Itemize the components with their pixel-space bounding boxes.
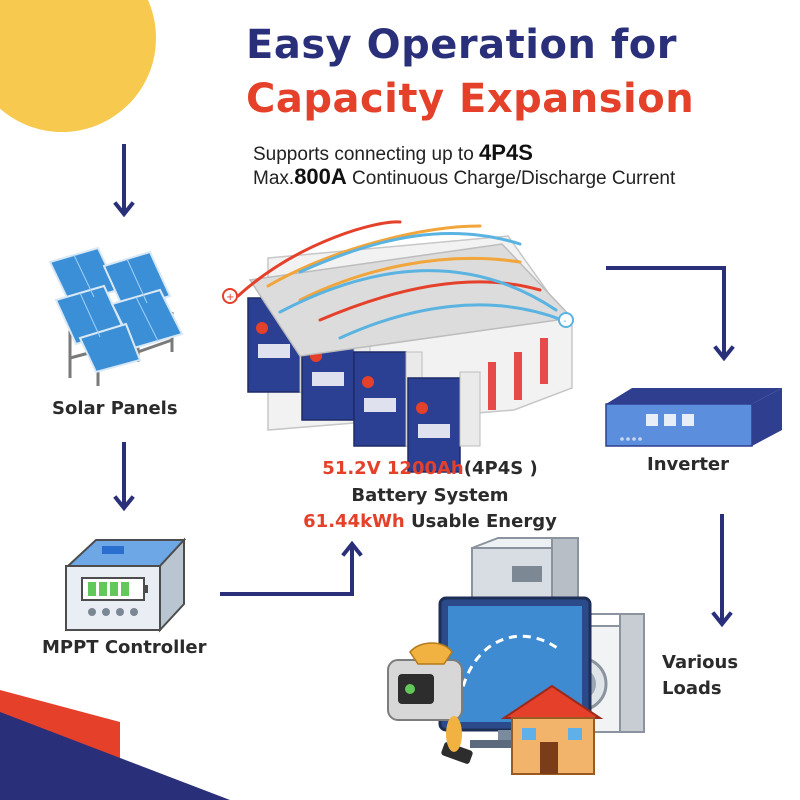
solar-panels-label: Solar Panels <box>52 398 178 419</box>
battery-energy-value: 61.44kWh <box>303 511 405 532</box>
inverter-icon <box>605 388 782 447</box>
battery-config: (4P4S ) <box>463 458 538 479</box>
battery-bank-icon: + - <box>222 220 574 473</box>
title-line-2: Capacity Expansion <box>246 76 695 122</box>
subtitle-line-2-suffix: Continuous Charge/Discharge Current <box>346 168 676 189</box>
loads-label-line-1: Various <box>662 652 739 673</box>
svg-text:-: - <box>563 316 567 327</box>
sun-shape <box>0 0 156 132</box>
svg-text:+: + <box>226 292 234 303</box>
arrow-mppt-to-battery <box>220 544 354 596</box>
title-line-1: Easy Operation for <box>246 22 677 68</box>
subtitle-line-2: Max.800A Continuous Charge/Discharge Cur… <box>253 164 675 190</box>
mppt-controller-label: MPPT Controller <box>42 637 207 658</box>
appliances-icon <box>387 537 645 775</box>
battery-spec-line-1: 51.2V 1200Ah(4P4S ) <box>260 458 600 479</box>
battery-energy-label: Usable Energy <box>404 511 557 532</box>
subtitle-line-1-bold: 4P4S <box>479 140 533 165</box>
mppt-controller-icon <box>65 537 187 633</box>
subtitle-line-1-text: Supports connecting up to <box>253 144 480 165</box>
battery-system-label: Battery System <box>351 485 509 506</box>
subtitle-line-2-prefix: Max. <box>253 168 295 189</box>
battery-voltage-capacity: 51.2V 1200Ah <box>322 458 464 479</box>
battery-spec-line-3: 61.44kWh Usable Energy <box>260 511 600 532</box>
inverter-label: Inverter <box>647 454 730 475</box>
subtitle-line-1: Supports connecting up to 4P4S <box>253 140 533 166</box>
navy-stripe <box>0 712 230 800</box>
loads-label-line-2: Loads <box>662 678 722 699</box>
subtitle-line-2-bold: 800A <box>294 164 347 189</box>
flow-arrows <box>113 144 735 628</box>
solar-panels-icon <box>48 246 184 386</box>
arrow-battery-to-inverter <box>606 266 726 358</box>
